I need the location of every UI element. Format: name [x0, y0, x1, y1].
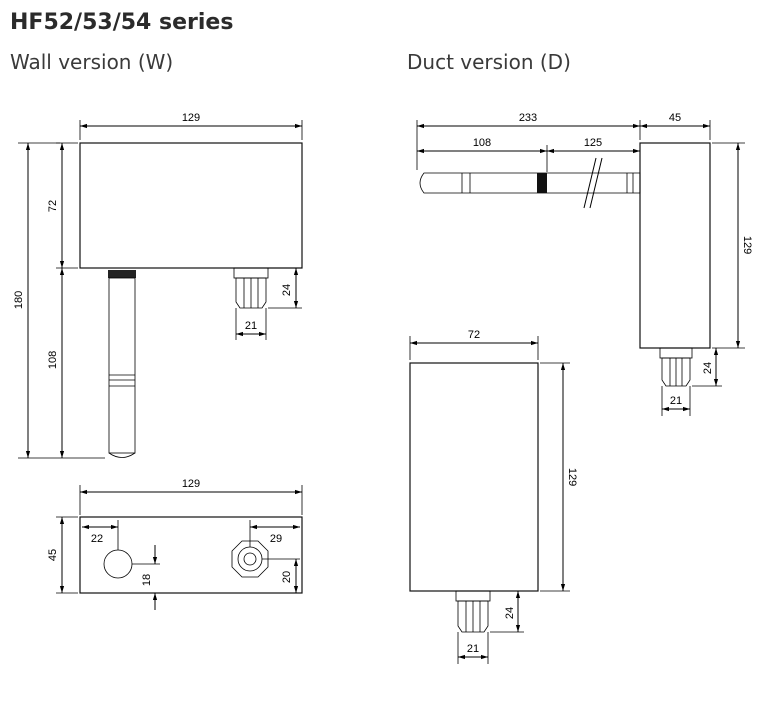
- wall-upper-height-label: 72: [47, 200, 59, 212]
- duct-front-height-label: 129: [566, 468, 578, 486]
- duct-side-gland-height-label: 24: [702, 362, 714, 374]
- duct-side-gland-width-label: 21: [670, 395, 682, 407]
- hole2-x-label: 29: [270, 533, 282, 545]
- duct-front-gland-width-label: 21: [467, 643, 479, 655]
- wall-gland-width-label: 21: [245, 320, 257, 332]
- wall-gland-height-label: 24: [281, 284, 293, 296]
- wall-bottom-width-label: 129: [182, 478, 200, 490]
- duct-side-view: 233 45 108 125 129 24 21: [416, 112, 753, 416]
- duct-total-length-label: 233: [519, 112, 537, 124]
- hole1-y-label: 18: [141, 574, 153, 586]
- duct-side-gland-nut: [659, 347, 693, 359]
- probe-thread: [108, 270, 136, 278]
- duct-front-gland: [457, 600, 489, 633]
- wall-housing: [79, 142, 303, 269]
- duct-probe-part-label: 108: [473, 137, 491, 149]
- gland-hex: [231, 540, 269, 578]
- duct-front-view: 72 129 24 21: [409, 329, 578, 664]
- duct-front-gland-height-label: 24: [504, 607, 516, 619]
- duct-side-gland: [661, 357, 691, 387]
- wall-bottom-housing: [79, 516, 303, 594]
- duct-probe-ring: [537, 173, 547, 193]
- page-title: HF52/53/54 series: [10, 10, 234, 35]
- duct-probe: [419, 172, 641, 194]
- wall-depth-label: 45: [47, 549, 59, 561]
- wall-bottom-view: 129 45 22 18 29 20: [47, 478, 303, 610]
- probe-tip: [108, 452, 136, 458]
- duct-housing-width-label: 45: [669, 112, 681, 124]
- wall-gland: [235, 277, 267, 309]
- duct-housing-front: [409, 362, 539, 592]
- duct-front-width-label: 72: [468, 329, 480, 341]
- wall-total-height-label: 180: [13, 291, 25, 309]
- wall-version-label: Wall version (W): [10, 50, 174, 74]
- wall-front-view: 129 72 180 108 24 21: [13, 112, 303, 459]
- hole1-x-label: 22: [91, 533, 103, 545]
- duct-version-label: Duct version (D): [407, 50, 571, 74]
- wall-gland-nut: [233, 267, 269, 279]
- duct-shaft-part-label: 125: [584, 137, 602, 149]
- probe-body: [108, 277, 136, 454]
- wall-width-label: 129: [182, 112, 200, 124]
- wall-probe-length-label: 108: [47, 351, 59, 369]
- duct-front-gland-nut: [455, 590, 491, 602]
- duct-housing-side: [639, 142, 711, 349]
- hole2-y-label: 20: [281, 571, 293, 583]
- duct-housing-height-label: 129: [741, 236, 753, 254]
